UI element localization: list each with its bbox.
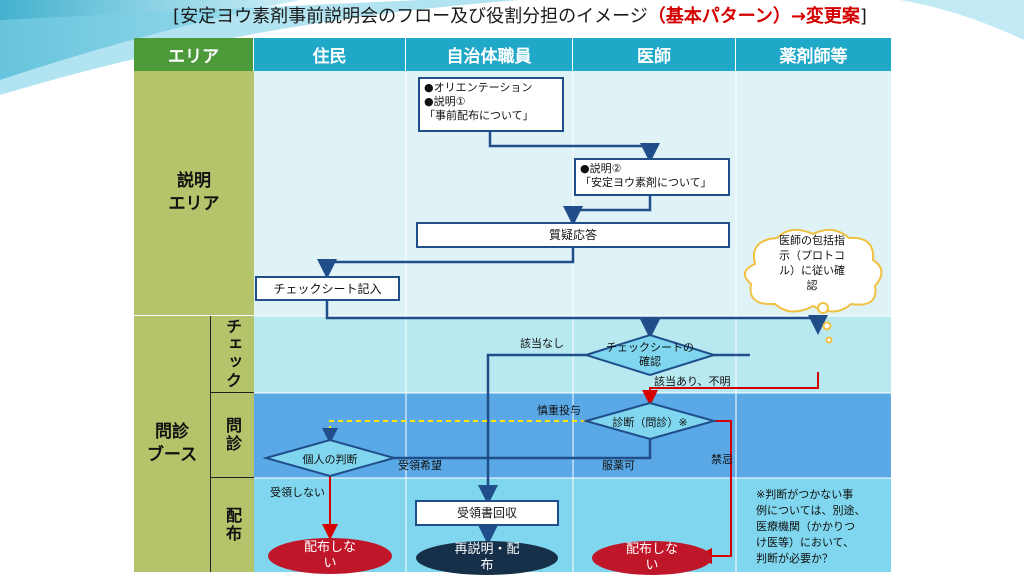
personal-label: 個人の判断 [302,453,358,466]
nodist-oval-1: 配布しな い [268,538,392,574]
sub-label-column [210,316,254,572]
arrow-explain2-to-qa [563,195,652,226]
arrow-careful-dashed [322,420,586,444]
arrow-qa-to-checksheet [317,248,575,279]
page-title: [安定ヨウ素剤事前説明会のフロー及び役割分担のイメージ（基本パターン）→変更案] [120,2,920,32]
label-unclear: 該当あり、不明 [654,375,731,388]
label-ok: 服薬可 [602,459,635,472]
row-label-explain: 説明 エリア [134,71,254,316]
label-wish: 受領希望 [398,459,442,472]
title-highlight: （基本パターン）→変更案 [647,6,860,27]
cloud-text: 医師の包括指 示（プロトコ ル）に従い確 認 [779,234,845,292]
personal-diamond [262,438,398,478]
diagnosis-diamond [582,401,718,441]
label-notreceive: 受領しない [270,486,325,499]
row-label-interview: 問診 [211,393,254,478]
confirm-label: チェックシートの 確認 [606,341,694,368]
qa-box: 質疑応答 [416,222,730,248]
nodist-oval-2: 配布しな い [592,541,712,575]
arrow-unclear-to-diagnosis [642,372,819,406]
title-text: [安定ヨウ素剤事前説明会のフロー及び役割分担のイメージ [173,6,648,27]
title-end: ] [859,6,867,27]
header-doctor: 医師 [573,38,736,71]
explain2-box: ●説明② 「安定ヨウ素剤について」 [574,158,730,196]
diagnosis-label: 診断（問診）※ [612,416,688,429]
header-area: エリア [134,38,254,71]
arrow-checksheet-to-pharm [325,300,828,335]
header-pharmacist: 薬剤師等 [736,38,891,71]
header-resident: 住民 [254,38,406,71]
row-label-distribute: 配布 [223,507,242,543]
reexplain-oval: 再説明・配 布 [416,541,558,575]
row-label-check: チェック [211,316,254,393]
row-label-booth: 問診 ブース [134,316,210,572]
thought-cloud [744,228,883,344]
arrow-contra-to-nodist [696,420,732,564]
header-municipal: 自治体職員 [406,38,573,71]
label-none: 該当なし [520,337,564,350]
arrow-ok-line [330,436,652,460]
label-contra: 禁忌 [711,453,733,466]
checksheet-box: チェックシート記入 [255,276,400,301]
orientation-box: ●オリエンテーション ●説明① 「事前配布について」 [418,77,564,132]
judgment-note: ※判断がつかない事 例については、別途、 医療機関（かかりつ け医等）において、… [756,488,866,565]
confirm-diamond [582,333,718,377]
label-careful: 慎重投与 [537,404,581,417]
receipt-box: 受領書回収 [415,500,559,526]
arrow-orient-to-explain2 [488,132,660,163]
